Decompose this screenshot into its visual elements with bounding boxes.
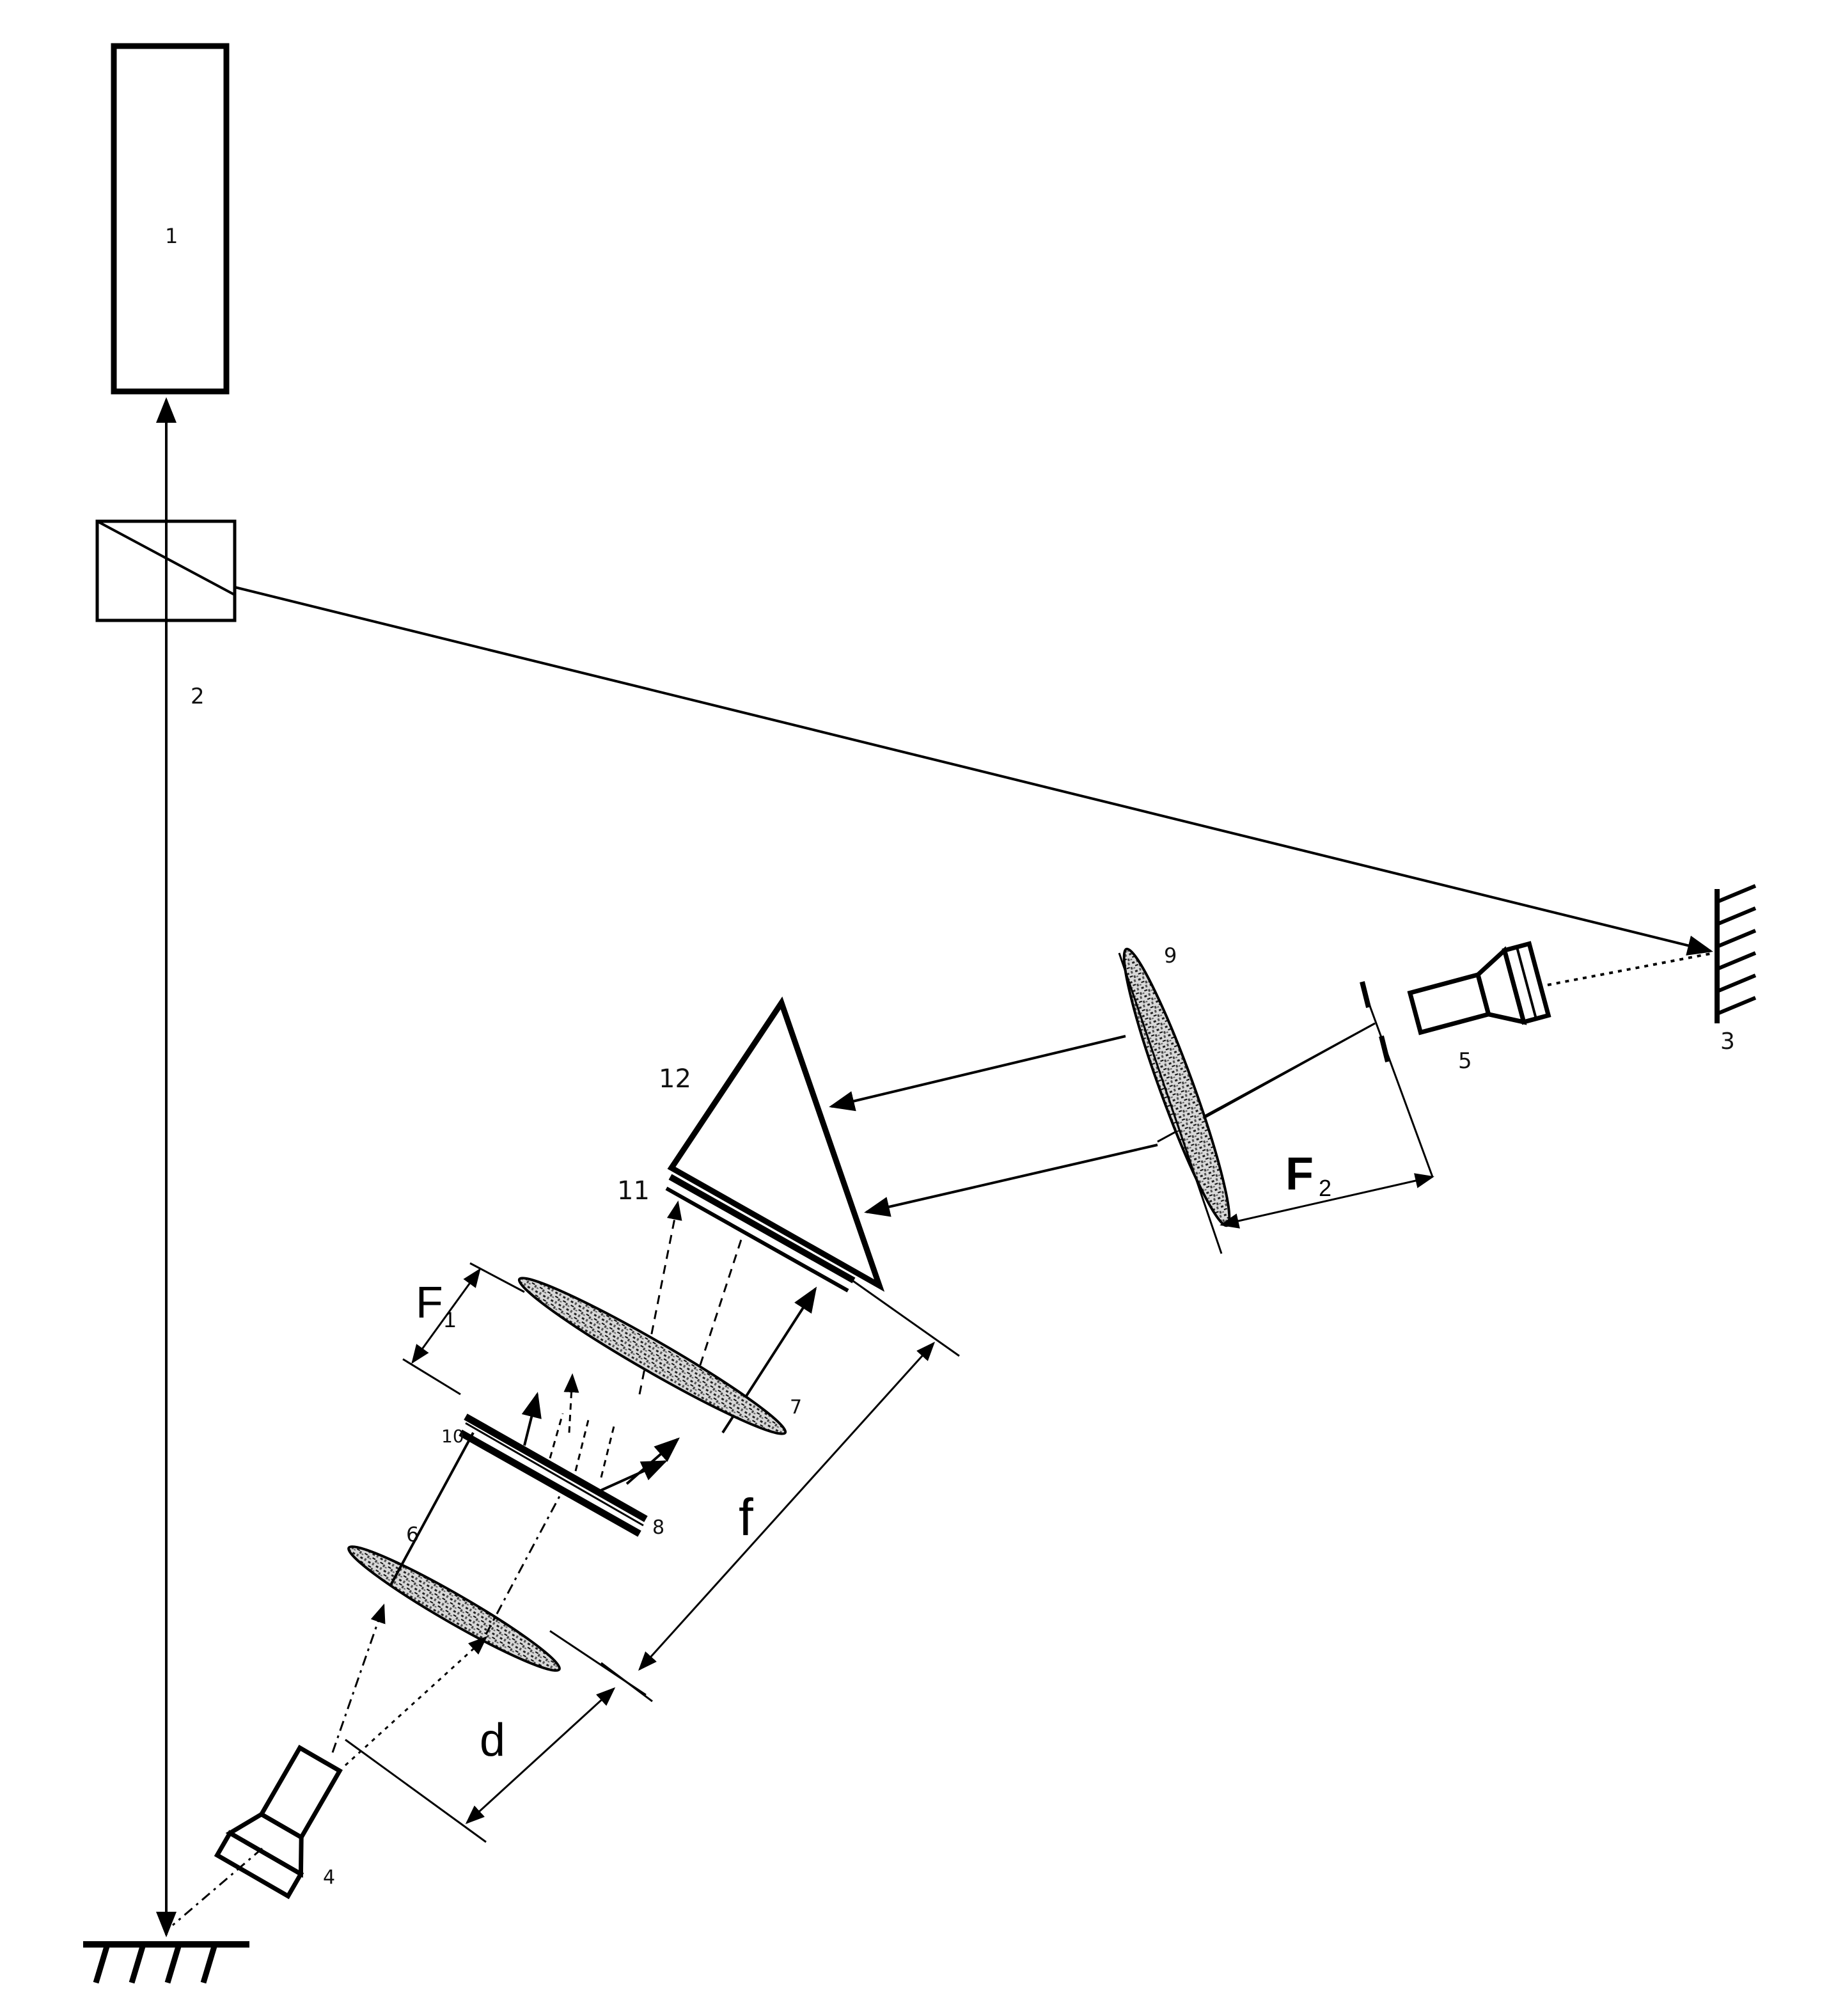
incident-rays	[331, 1432, 564, 1767]
plate-8	[459, 1414, 648, 1537]
scattered-rays	[521, 1373, 680, 1492]
lens9-axis	[1118, 952, 1223, 1254]
lamp-5	[1407, 941, 1551, 1036]
ray-lens9-prism-a	[829, 1035, 1126, 1112]
dim-F1-sub: 1	[444, 1308, 456, 1332]
plate-11	[665, 1174, 856, 1293]
label-10: 10	[441, 1426, 464, 1447]
dimension-F1	[402, 1262, 525, 1396]
label-3: 3	[1720, 1028, 1735, 1055]
label-9: 9	[1164, 943, 1177, 968]
label-7: 7	[790, 1396, 802, 1419]
prism-12	[667, 996, 885, 1292]
aperture-slit	[1360, 981, 1434, 1177]
reference-beam	[234, 586, 1713, 956]
dim-d-letter: d	[480, 1715, 505, 1766]
label-12: 12	[659, 1064, 691, 1094]
dim-F1-letter: F	[416, 1277, 443, 1327]
lens-6	[347, 1545, 561, 1672]
dim-F2-letter: F	[1285, 1149, 1314, 1200]
f-ref-top	[850, 1278, 960, 1357]
label-8: 8	[652, 1516, 664, 1539]
dimension-f	[601, 1341, 936, 1703]
detector-block	[111, 43, 230, 395]
dim-f-letter: f	[739, 1488, 753, 1547]
lamp5-beam	[1547, 952, 1715, 986]
lamp-4	[214, 1744, 343, 1900]
lamp4-axis	[172, 1847, 263, 1926]
beamsplitter-cube	[95, 519, 237, 622]
ray-lens9-prism-b	[864, 1144, 1158, 1217]
dimension-F2	[1220, 1173, 1434, 1229]
label-1: 1	[165, 224, 178, 248]
label-2: 2	[191, 684, 205, 709]
mirror-3	[1715, 884, 1757, 1023]
ray-up-b	[689, 1237, 743, 1395]
label-11: 11	[617, 1176, 650, 1206]
label-4: 4	[323, 1866, 335, 1889]
dim-F2-sub: 2	[1319, 1175, 1331, 1201]
lens-7	[517, 1277, 787, 1435]
ground-symbol	[83, 1941, 249, 1984]
label-5: 5	[1458, 1048, 1472, 1074]
